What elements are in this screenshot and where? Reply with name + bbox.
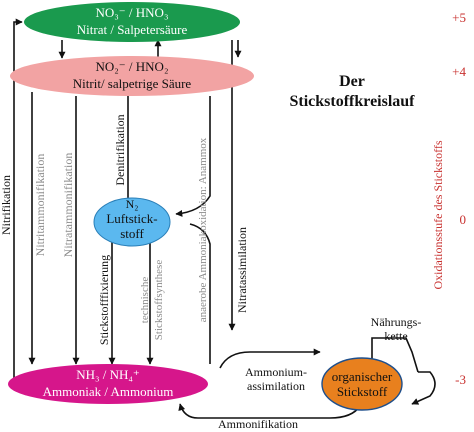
nitrite-ellipse — [10, 56, 254, 96]
ammonia-formula: NH₃ / NH₄⁺ — [76, 367, 140, 382]
label-stickstofffixierung: Stickstofffixierung — [97, 255, 111, 345]
axis-tick-plus5: +5 — [452, 10, 466, 25]
axis-tick-plus4: +4 — [452, 64, 466, 79]
nitrite-name: Nitrit/ salpetrige Säure — [73, 76, 192, 91]
label-denitrifikation: Denitrifikation — [113, 114, 127, 185]
nitrifikation-arrow — [13, 18, 23, 378]
nitrite-formula: NO₂⁻ / HNO₂ — [96, 59, 169, 74]
label-nahrungskette-line1: Nährungs- — [371, 315, 422, 329]
organic-n-ellipse — [321, 357, 403, 411]
nahrungskette-arrow — [411, 371, 436, 405]
label-anammox: anaerobe Ammoniakoxidation: Anammox — [197, 137, 209, 322]
nahrungskette-loop — [371, 337, 419, 373]
anammox-arrow — [175, 96, 211, 217]
label-ammonifikation: Ammonifikation — [218, 417, 298, 431]
nitrate-ellipse — [24, 2, 240, 42]
organic-name-line1: organischer — [332, 369, 393, 384]
label-ammonium-assimilation-line1: Ammonium- — [245, 365, 307, 379]
title-line1: Der — [339, 73, 365, 90]
dinitrogen-ellipse — [93, 197, 171, 247]
anammox-ammonium-line — [189, 223, 211, 364]
organic-name-line2: Stickstoff — [337, 384, 388, 399]
label-technische-line1: technische — [139, 277, 151, 324]
label-nitratassimilation: Nitratassimilation — [235, 227, 249, 313]
nitrate-formula: NO₃⁻ / HNO₃ — [96, 5, 169, 20]
label-nitrifikation: Nitrifikation — [0, 175, 13, 235]
title-line2: Stickstoffkreislauf — [289, 93, 415, 110]
nitrate-name: Nitrat / Salpetersäure — [77, 22, 188, 37]
dinitrogen-formula: N₂ — [126, 197, 139, 211]
label-nahrungskette-line2: kette — [384, 329, 407, 343]
label-nitratammonifikation: Nitratammonifikation — [61, 153, 75, 258]
ammonium-assimilation-arrow — [219, 348, 321, 369]
axis-tick-minus3: -3 — [455, 372, 466, 387]
ammonifikation-arrow — [178, 403, 361, 419]
label-ammonium-assimilation-line2: assimilation — [247, 379, 305, 393]
label-nitritammonifikation: Nitritammonifikation — [33, 154, 47, 257]
axis-label: Oxidationsstufe des Stickstoffs — [431, 140, 445, 289]
axis-tick-zero: 0 — [460, 212, 467, 227]
ammonia-name: Ammoniak / Ammonium — [43, 384, 174, 399]
dinitrogen-name-line1: Luftstick- — [106, 211, 157, 226]
dinitrogen-name-line2: stoff — [120, 226, 144, 241]
ammonia-ellipse — [8, 364, 208, 404]
label-technische-line2: Stickstoffsynthese — [153, 260, 165, 341]
